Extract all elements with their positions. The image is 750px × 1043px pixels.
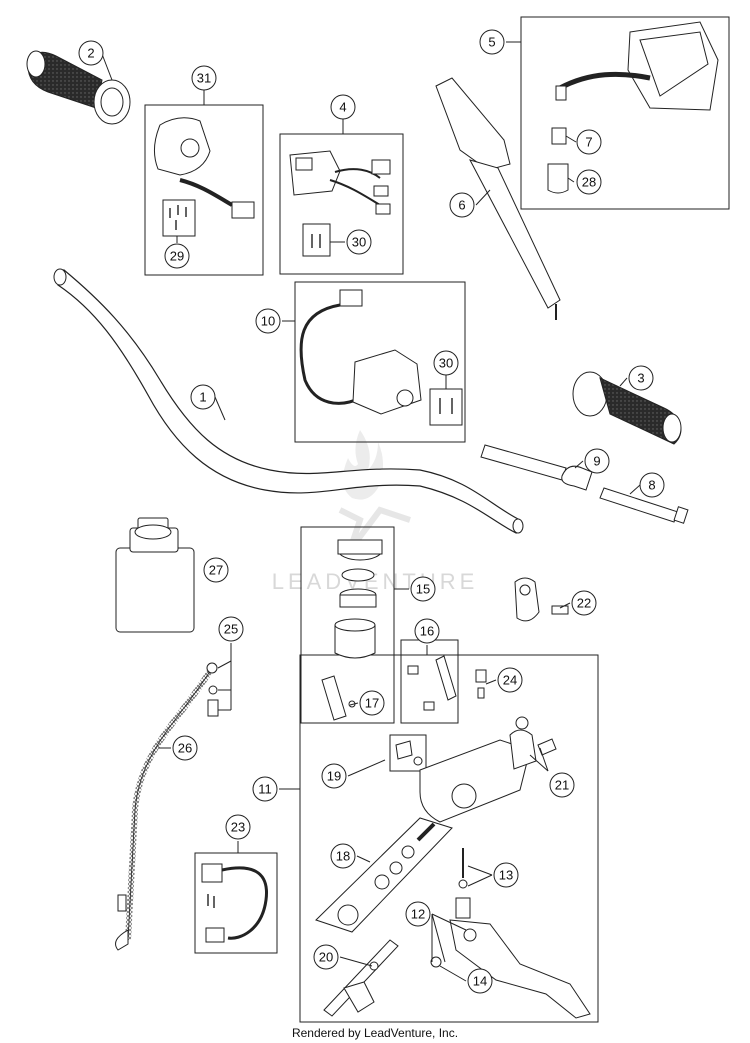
callout-6: 6 [449, 192, 475, 218]
callout-17: 17 [359, 690, 385, 716]
left-switch [289, 150, 391, 248]
callout-boxes [144, 16, 730, 1023]
callout-1: 1 [190, 384, 216, 410]
callout-22: 22 [571, 590, 597, 616]
svg-text:3: 3 [637, 371, 644, 386]
callout-11: 11 [252, 776, 278, 802]
callout-9: 9 [584, 448, 610, 474]
svg-text:26: 26 [178, 741, 192, 756]
footer-credit: Rendered by LeadVenture, Inc. [291, 1026, 459, 1040]
svg-text:16: 16 [420, 624, 434, 639]
svg-text:LEADVENTURE: LEADVENTURE [272, 569, 479, 594]
svg-text:5: 5 [488, 35, 495, 50]
brake-reservoir [321, 539, 383, 721]
svg-text:27: 27 [209, 563, 223, 578]
callout-10: 10 [255, 308, 281, 334]
svg-text:7: 7 [585, 135, 592, 150]
callout-21: 21 [549, 772, 575, 798]
brake-light-switch [201, 863, 268, 943]
svg-text:9: 9 [593, 454, 600, 469]
mirror [547, 21, 719, 194]
svg-text:12: 12 [411, 907, 425, 922]
svg-text:6: 6 [458, 198, 465, 213]
brake-fluid-can [115, 517, 195, 633]
master-cylinder [395, 669, 557, 823]
right-grip [572, 371, 682, 445]
left-grip [26, 50, 131, 125]
callout-30-left-switch: 30 [346, 229, 372, 255]
svg-text:18: 18 [336, 849, 350, 864]
callout-15: 15 [410, 576, 436, 602]
svg-text:13: 13 [499, 868, 513, 883]
svg-text:25: 25 [224, 622, 238, 637]
callout-3: 3 [628, 365, 654, 391]
callout-24: 24 [497, 667, 523, 693]
callout-5: 5 [479, 29, 505, 55]
brake-switch [323, 939, 399, 1017]
svg-text:30: 30 [439, 356, 453, 371]
callout-30-right-switch: 30 [433, 350, 459, 376]
svg-text:2: 2 [87, 46, 94, 61]
callout-13: 13 [493, 862, 519, 888]
callout-4: 4 [330, 94, 356, 120]
watermark: LEADVENTURE [272, 430, 479, 594]
clutch-lever-assembly [435, 77, 561, 320]
callout-19: 19 [321, 763, 347, 789]
svg-text:24: 24 [503, 673, 517, 688]
callout-29: 29 [164, 243, 190, 269]
brake-hose [115, 662, 219, 951]
callout-16: 16 [414, 618, 440, 644]
svg-text:30: 30 [352, 235, 366, 250]
leader-lines [101, 41, 641, 982]
svg-text:15: 15 [416, 582, 430, 597]
callout-31: 31 [191, 65, 217, 91]
callout-12: 12 [405, 901, 431, 927]
callout-27: 27 [203, 557, 229, 583]
brake-lever [430, 848, 591, 1019]
svg-text:4: 4 [339, 100, 346, 115]
bar-end-weight [480, 444, 689, 524]
callout-2: 2 [78, 40, 104, 66]
callout-25: 25 [218, 616, 244, 642]
callout-26: 26 [172, 735, 198, 761]
callout-28: 28 [576, 169, 602, 195]
ignition-switch [154, 117, 255, 230]
callout-20: 20 [313, 944, 339, 970]
callout-18: 18 [330, 843, 356, 869]
svg-text:31: 31 [197, 71, 211, 86]
svg-text:1: 1 [199, 390, 206, 405]
svg-text:19: 19 [327, 769, 341, 784]
mirror-clamp [514, 577, 569, 622]
right-switch [299, 289, 453, 415]
svg-text:8: 8 [648, 478, 655, 493]
lever-bracket [407, 655, 457, 711]
svg-text:10: 10 [261, 314, 275, 329]
callout-8: 8 [639, 472, 665, 498]
svg-text:29: 29 [170, 249, 184, 264]
svg-text:23: 23 [231, 820, 245, 835]
svg-text:21: 21 [555, 778, 569, 793]
callout-7: 7 [576, 129, 602, 155]
svg-text:17: 17 [365, 696, 379, 711]
piston-kit [315, 817, 453, 933]
svg-text:14: 14 [473, 974, 487, 989]
callout-23: 23 [225, 814, 251, 840]
svg-text:20: 20 [319, 950, 333, 965]
svg-text:11: 11 [258, 782, 272, 797]
svg-text:28: 28 [582, 175, 596, 190]
svg-text:22: 22 [577, 596, 591, 611]
handlebar [53, 268, 524, 534]
callout-14: 14 [467, 968, 493, 994]
